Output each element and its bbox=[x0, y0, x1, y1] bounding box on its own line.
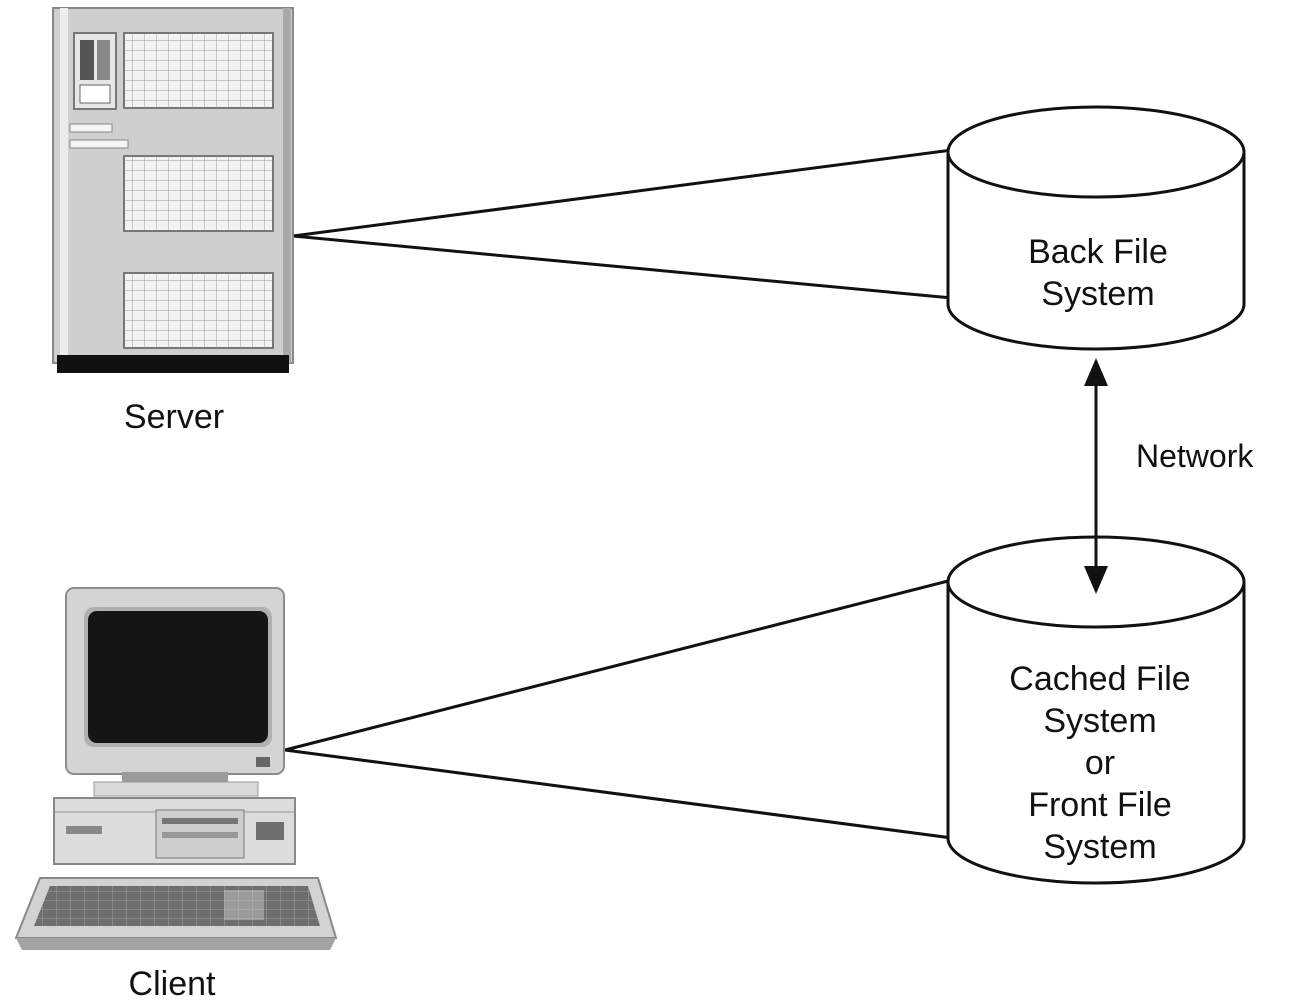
network-label: Network bbox=[1136, 438, 1254, 474]
cached-file-system-cylinder bbox=[946, 535, 1246, 885]
cached-file-system-label-line-1: Cached File bbox=[1009, 660, 1190, 698]
cached-file-system-label-line-5: System bbox=[1043, 828, 1156, 866]
client-to-cached-fs-lower-line bbox=[284, 748, 953, 840]
server-to-back-fs-lower-line bbox=[292, 234, 953, 300]
back-file-system-label-line-2: System bbox=[1041, 275, 1154, 313]
connector-lines bbox=[284, 148, 953, 840]
network-arrowhead-up bbox=[1084, 358, 1108, 386]
network-arrow bbox=[1084, 358, 1108, 594]
back-file-system-cylinder bbox=[946, 105, 1246, 351]
back-file-system-label-line-1: Back File bbox=[1028, 233, 1168, 271]
cached-file-system-label-line-2: System bbox=[1043, 702, 1156, 740]
server-to-back-fs-upper-line bbox=[292, 148, 953, 238]
server-label: Server bbox=[124, 398, 224, 436]
client-computer-icon bbox=[14, 587, 338, 950]
cached-file-system-label-line-4: Front File bbox=[1028, 786, 1172, 824]
server-icon bbox=[52, 7, 294, 373]
network-arrowhead-down bbox=[1084, 566, 1108, 594]
cached-file-system-label-line-3: or bbox=[1085, 744, 1115, 782]
client-label: Client bbox=[129, 965, 216, 1003]
client-to-cached-fs-upper-line bbox=[284, 578, 953, 752]
